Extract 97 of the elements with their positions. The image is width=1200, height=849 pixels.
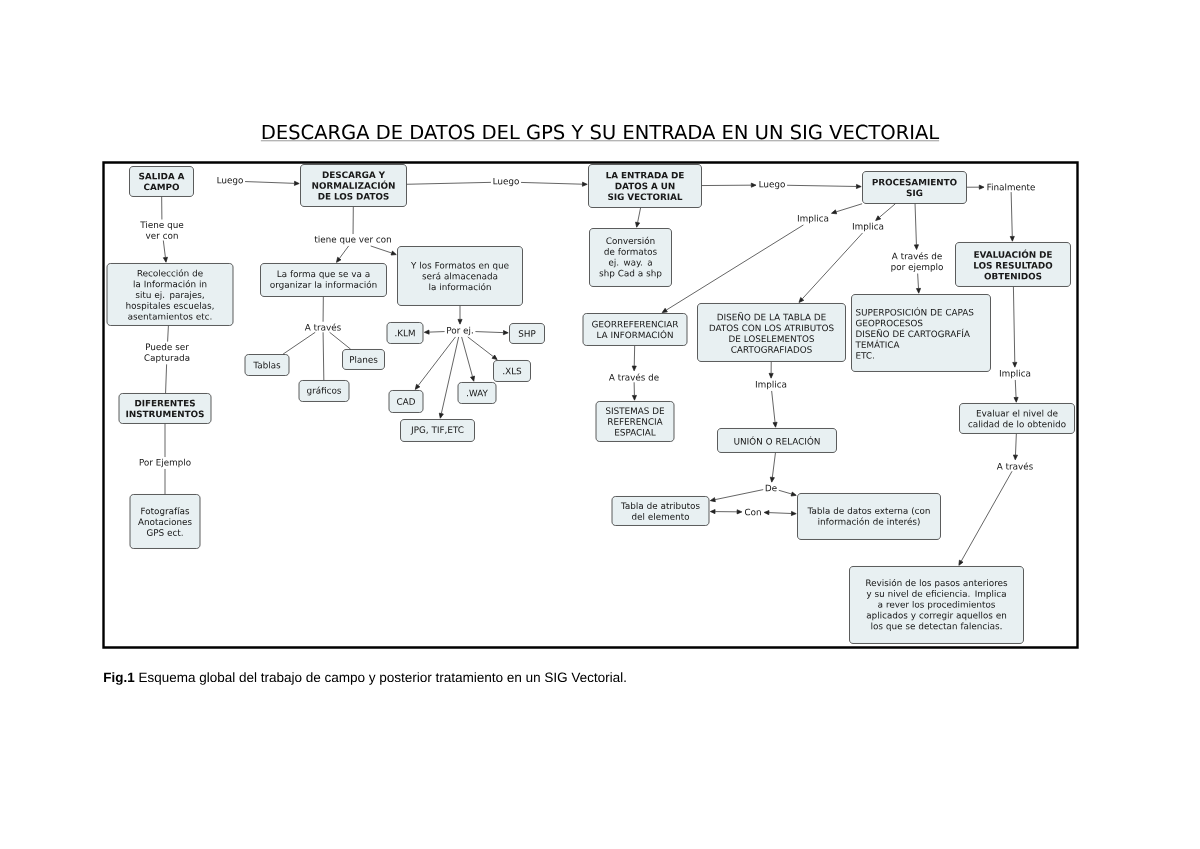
concept-box: Fotografías Anotaciones GPS ect. — [129, 494, 201, 549]
concept-box: Recolección de la Información in situ ej. parajes, hospitales escuelas, asentamientos etc. — [106, 263, 234, 326]
concept-box: Tabla de datos externa (con información de interés) — [797, 493, 941, 540]
arrow — [461, 336, 475, 382]
arrow — [631, 345, 637, 372]
connector-line — [352, 206, 354, 235]
linking-phrase: Puede ser Capturada — [144, 343, 190, 363]
linking-phrase: De — [765, 484, 777, 492]
arrow — [336, 245, 349, 263]
concept-box: DIFERENTES INSTRUMENTOS — [118, 393, 212, 424]
linking-phrase: Con — [744, 508, 761, 516]
arrow — [786, 184, 862, 189]
linking-phrase: Implica — [755, 380, 787, 390]
arrow — [914, 203, 919, 250]
double-arrow — [763, 510, 797, 516]
arrow — [1009, 191, 1015, 242]
concept-box: Revisión de los pasos anteriores y su nivel de eficiencia. Implica a rever los procedimientos aplicados y corregir aquellos en los que se detectan falencias. — [849, 566, 1024, 644]
concept-box: .XLS — [493, 360, 531, 382]
caption: Fig.1 Esquema global del trabajo de campo y posterior tratamiento en un SIG Vectorial. — [104, 672, 626, 685]
concept-box: La forma que se va a organizar la información — [260, 263, 387, 297]
concept-box: .KLM — [386, 322, 424, 344]
connector-line — [406, 182, 492, 185]
concept-box: Tabla de atributos del elemento — [611, 496, 710, 526]
concept-box: Evaluar el nivel de calidad de lo obtenido — [959, 403, 1075, 434]
concept-box: SISTEMAS DE REFERENCIA ESPACIAL — [595, 401, 675, 442]
connector-line — [282, 331, 316, 355]
linking-phrase: A través de — [608, 373, 659, 381]
arrow — [778, 489, 797, 497]
connector-line — [322, 296, 324, 323]
arrow — [709, 489, 764, 503]
concept-box: Tablas — [244, 354, 290, 376]
linking-phrase: Tiene que ver con — [140, 221, 184, 239]
concept-box: UNIÓN O RELACIÓN — [717, 428, 837, 453]
linking-phrase: A través — [304, 323, 341, 331]
connector-line — [164, 423, 166, 458]
concept-box: Planes — [342, 349, 385, 370]
arrow — [370, 245, 397, 256]
arrow — [632, 381, 637, 401]
arrow — [1013, 379, 1019, 403]
arrow — [244, 180, 300, 186]
arrow — [635, 207, 641, 228]
arrow — [701, 182, 757, 188]
linking-phrase: A través — [996, 462, 1033, 470]
connector-line — [167, 325, 169, 342]
arrow — [423, 329, 445, 335]
arrow — [1012, 286, 1018, 368]
connector-line — [329, 331, 351, 350]
linking-phrase: tiene que ver con — [314, 235, 391, 245]
arrow — [661, 224, 804, 313]
concept-box: Conversión de formatos ej. way. a shp Cad a shp — [589, 228, 672, 287]
linking-phrase: Por ej. — [447, 326, 473, 336]
arrow — [798, 232, 863, 303]
arrow — [831, 203, 863, 215]
concept-box: gráficos — [298, 380, 350, 402]
arrow — [162, 240, 168, 263]
arrow — [475, 330, 509, 336]
linking-phrase: Implica — [999, 369, 1031, 379]
connector-line — [322, 331, 325, 381]
arrow — [958, 470, 1013, 566]
linking-phrase: Implica — [797, 214, 829, 224]
linking-phrase: Luego — [217, 176, 243, 186]
concept-box: SALIDA A CAMPO — [129, 166, 194, 197]
concept-box: SHP — [509, 323, 545, 344]
arrow — [438, 336, 459, 419]
linking-phrase: Luego — [759, 180, 785, 190]
connector-line — [165, 364, 167, 394]
concept-box: Y los Formatos en que será almacenada la información — [397, 246, 523, 306]
linking-phrase: A través de por ejemplo — [891, 252, 943, 272]
concept-box: SUPERPOSICIÓN DE CAPAS GEOPROCESOS DISEÑO DE CARTOGRAFÍA TEMÁTICA ETC. — [851, 294, 991, 372]
arrow — [875, 203, 896, 221]
linking-phrase: Por Ejemplo — [139, 458, 191, 468]
concept-box: LA ENTRADA DE DATOS A UN SIG VECTORIAL — [588, 164, 702, 208]
linking-phrase: Finalmente — [987, 183, 1035, 191]
arrow — [457, 305, 463, 325]
double-arrow — [709, 509, 743, 515]
arrow — [771, 390, 778, 428]
arrow — [966, 184, 985, 190]
concept-box: .WAY — [457, 382, 497, 404]
connector-line — [164, 468, 166, 495]
concept-box: PROCESAMIENTO SIG — [862, 171, 967, 204]
concept-box: GEORREFERENCIAR LA INFORMACIÓN — [582, 313, 688, 346]
linking-phrase: Implica — [852, 222, 884, 232]
arrow — [769, 452, 776, 483]
linking-phrase: Luego — [493, 177, 519, 187]
arrow — [916, 273, 921, 294]
arrow — [467, 336, 498, 360]
arrow — [1013, 433, 1018, 461]
arrow — [768, 361, 774, 379]
concept-box: DESCARGA Y NORMALIZACIÓN DE LOS DATOS — [300, 164, 407, 207]
connector-line — [161, 196, 163, 220]
concept-box: EVALUACIÓN DE LOS RESULTADO OBTENIDOS — [955, 242, 1071, 287]
concept-box: CAD — [388, 390, 424, 413]
arrow — [414, 336, 456, 390]
title: DESCARGA DE DATOS DEL GPS Y SU ENTRADA EN UN SIG VECTORIAL — [260, 124, 940, 141]
concept-box: DISEÑO DE LA TABLA DE DATOS CON LOS ATRIBUTOS DE LOSELEMENTOS CARTOGRAFIADOS — [697, 303, 846, 362]
arrow — [520, 181, 588, 187]
concept-box: JPG, TIF,ETC — [400, 419, 475, 442]
